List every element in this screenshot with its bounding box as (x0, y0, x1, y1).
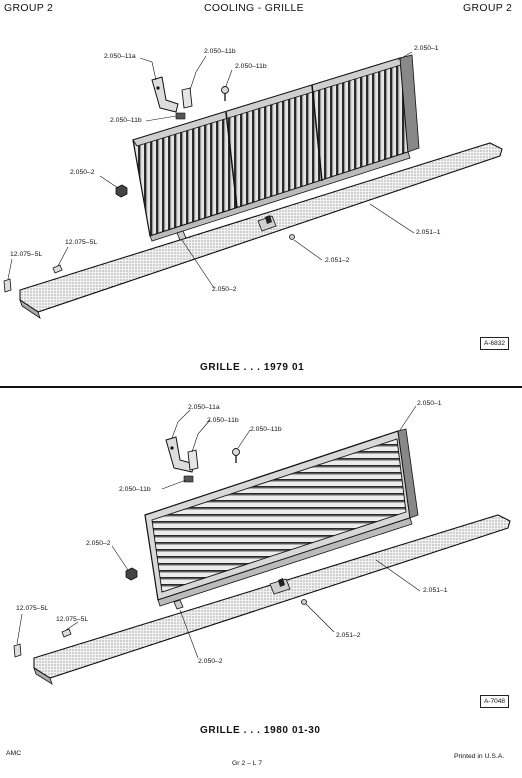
caption-1979: GRILLE . . . 1979 01 (200, 362, 305, 373)
footer-publisher: AMC (6, 750, 22, 757)
grille-panel-1979 (132, 54, 420, 242)
label-2051-2: 2.051–2 (336, 632, 361, 639)
ref-box-1980: A-7048 (480, 695, 509, 708)
clip-2050-11b-1980 (183, 449, 199, 483)
label-2050-11b-top: 2.050–11b (204, 48, 236, 55)
bracket-2050-11a-1979 (151, 76, 179, 113)
label-12075-5l-a: 12.075–5L (10, 251, 43, 258)
footer-printed: Printed in U.S.A. (454, 753, 505, 760)
grille-1980-diagram (13, 405, 511, 685)
fastener-2051-2-1979 (289, 234, 295, 240)
section-divider (0, 386, 522, 388)
label-2050-11b-left: 2.050–11b (110, 117, 142, 124)
caption-1980: GRILLE . . . 1980 01-30 (200, 725, 321, 736)
footer-page-ref: Gr 2 – L 7 (232, 760, 262, 767)
screw-2050-11b-1980 (232, 448, 240, 463)
label-2050-11b-left: 2.050–11b (119, 486, 151, 493)
label-2050-2-nut: 2.050–2 (70, 169, 95, 176)
lower-panel-1979 (19, 142, 503, 319)
fastener-2050-2-bottom-1979 (176, 230, 187, 241)
label-12075-5l-b: 12.075–5L (65, 239, 98, 246)
label-2051-2: 2.051–2 (325, 257, 350, 264)
clip-12075-5l-1980 (13, 628, 72, 658)
label-12075-5l-a: 12.075–5L (16, 605, 49, 612)
header-title: COOLING - GRILLE (204, 2, 304, 14)
label-2050-11b-screw: 2.050–11b (235, 63, 267, 70)
clip-2050-11b-1979 (175, 87, 193, 120)
leader-lines-1980 (16, 405, 421, 659)
label-2051-1: 2.051–1 (423, 587, 448, 594)
label-2050-2-nut: 2.050–2 (86, 540, 111, 547)
screw-2050-11b-1979 (221, 86, 229, 101)
label-2050-11b-top: 2.050–11b (207, 417, 239, 424)
label-12075-5l-b: 12.075–5L (56, 616, 89, 623)
header-group-left: GROUP 2 (4, 2, 54, 14)
lower-panel-1980 (33, 514, 511, 685)
grille-1979-diagram (3, 51, 503, 319)
fastener-2051-2-1980 (301, 599, 307, 605)
nut-2050-2-1980 (125, 567, 138, 581)
ref-box-1979: A-6832 (480, 337, 509, 350)
leader-lines-1979 (7, 51, 415, 289)
clip-12075-5l-1979 (3, 264, 63, 293)
label-2050-1: 2.050–1 (417, 400, 442, 407)
nut-2050-2-1979 (115, 184, 128, 198)
fastener-2050-2-bottom-1980 (173, 599, 184, 610)
label-2051-1: 2.051–1 (416, 229, 441, 236)
label-2050-1: 2.050–1 (414, 45, 439, 52)
label-2050-11a: 2.050–11a (104, 53, 136, 60)
label-2050-2-bottom: 2.050–2 (198, 658, 223, 665)
label-2050-2-bottom: 2.050–2 (212, 286, 237, 293)
grille-panel-1980 (144, 428, 419, 607)
label-2050-11b-screw: 2.050–11b (250, 426, 282, 433)
label-2050-11a: 2.050–11a (188, 404, 220, 411)
header-group-right: GROUP 2 (463, 2, 513, 14)
